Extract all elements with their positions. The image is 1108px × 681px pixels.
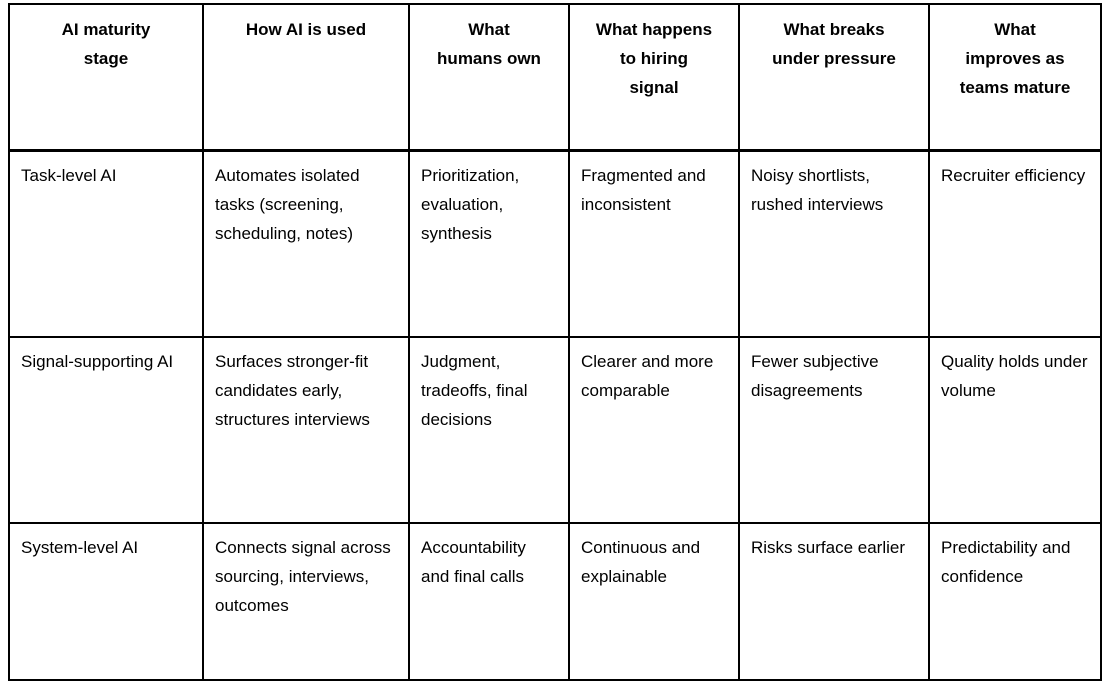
cell-teams-mature: Predictability and confidence — [928, 522, 1102, 681]
cell-text: Accountability and final calls — [421, 538, 526, 586]
cell-text: Risks surface earlier — [751, 538, 905, 557]
page-canvas: AI maturity stage How AI is used What hu… — [8, 3, 1102, 681]
table-row: Task-level AI Automates isolated tasks (… — [8, 149, 1102, 338]
column-header-label: What improves as teams mature — [959, 20, 1071, 97]
cell-text: Prioritization, evaluation, synthesis — [421, 166, 520, 243]
column-header-how-ai-is-used: How AI is used — [202, 3, 410, 152]
cell-text: Task-level AI — [21, 166, 117, 185]
table-header: AI maturity stage How AI is used What hu… — [8, 3, 1102, 152]
cell-text: Quality holds under volume — [941, 352, 1088, 400]
column-header-what-happens-to-hiring-signal: What happens to hiring signal — [568, 3, 740, 152]
cell-teams-mature: Quality holds under volume — [928, 336, 1102, 524]
column-header-label: How AI is used — [245, 20, 367, 39]
cell-text: Noisy shortlists, rushed interviews — [751, 166, 884, 214]
cell-text: Automates isolated tasks (screening, sch… — [215, 166, 360, 243]
cell-under-pressure: Fewer subjective disagreements — [738, 336, 930, 524]
ai-maturity-matrix-table: AI maturity stage How AI is used What hu… — [8, 3, 1102, 681]
cell-text: Recruiter efficiency — [941, 166, 1086, 185]
table-row: System-level AI Connects signal across s… — [8, 522, 1102, 681]
cell-stage: Signal-supporting AI — [8, 336, 204, 524]
cell-text: Clearer and more comparable — [581, 352, 714, 400]
table-row: Signal-supporting AI Surfaces stronger-f… — [8, 336, 1102, 524]
cell-under-pressure: Noisy shortlists, rushed interviews — [738, 149, 930, 338]
cell-humans-own: Prioritization, evaluation, synthesis — [408, 149, 570, 338]
cell-usage: Surfaces stronger-fit candidates early, … — [202, 336, 410, 524]
table-body: Task-level AI Automates isolated tasks (… — [8, 149, 1102, 681]
cell-text: Predictability and confidence — [941, 538, 1071, 586]
cell-teams-mature: Recruiter efficiency — [928, 149, 1102, 338]
column-header-label: What humans own — [437, 20, 541, 68]
cell-stage: Task-level AI — [8, 149, 204, 338]
cell-humans-own: Accountability and final calls — [408, 522, 570, 681]
column-header-label: What happens to hiring signal — [595, 20, 713, 97]
cell-text: Judgment, tradeoffs, final decisions — [421, 352, 528, 429]
cell-text: Fewer subjective disagreements — [751, 352, 879, 400]
cell-text: System-level AI — [21, 538, 139, 557]
cell-under-pressure: Risks surface earlier — [738, 522, 930, 681]
cell-usage: Connects signal across sourcing, intervi… — [202, 522, 410, 681]
column-header-what-humans-own: What humans own — [408, 3, 570, 152]
cell-hiring-signal: Clearer and more comparable — [568, 336, 740, 524]
cell-text: Surfaces stronger-fit candidates early, … — [215, 352, 370, 429]
header-row: AI maturity stage How AI is used What hu… — [8, 3, 1102, 152]
cell-stage: System-level AI — [8, 522, 204, 681]
column-header-ai-maturity-stage: AI maturity stage — [8, 3, 204, 152]
cell-humans-own: Judgment, tradeoffs, final decisions — [408, 336, 570, 524]
column-header-what-breaks-under-pressure: What breaks under pressure — [738, 3, 930, 152]
cell-text: Connects signal across sourcing, intervi… — [215, 538, 391, 615]
cell-text: Signal-supporting AI — [21, 352, 174, 371]
column-header-label: What breaks under pressure — [772, 20, 896, 68]
cell-usage: Automates isolated tasks (screening, sch… — [202, 149, 410, 338]
cell-text: Fragmented and inconsistent — [581, 166, 706, 214]
cell-text: Continuous and explainable — [581, 538, 701, 586]
column-header-label: AI maturity stage — [61, 20, 151, 68]
cell-hiring-signal: Continuous and explainable — [568, 522, 740, 681]
cell-hiring-signal: Fragmented and inconsistent — [568, 149, 740, 338]
column-header-what-improves-as-teams-mature: What improves as teams mature — [928, 3, 1102, 152]
